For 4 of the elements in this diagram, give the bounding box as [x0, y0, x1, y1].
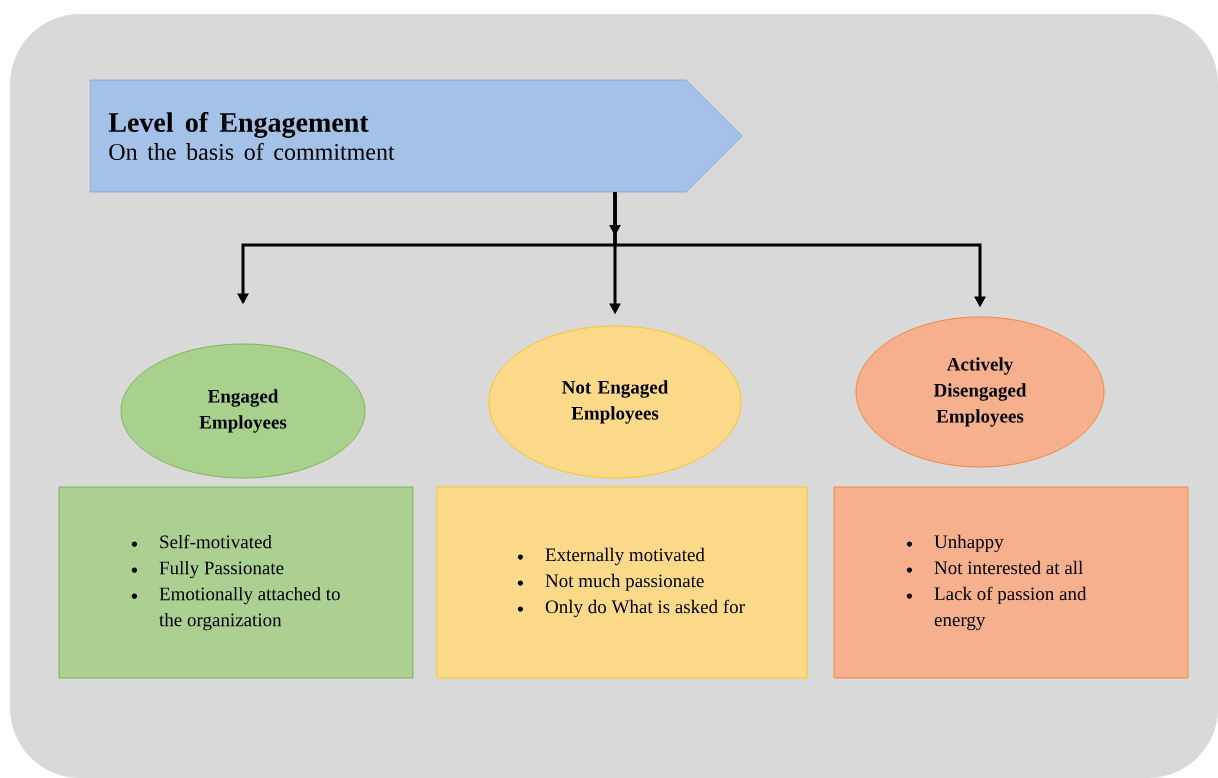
arrow-banner: Level of Engagement On the basis of commitment	[90, 79, 743, 193]
bullet-list-box: Unhappy Not interested at all Lack of passion and energy	[833, 486, 1189, 679]
bullet-list-box: Self-motivated Fully Passionate Emotionally attached to the organization	[58, 486, 414, 679]
bullet-list-box: Externally motivated Not much passionate Only do What is asked for	[436, 486, 808, 679]
